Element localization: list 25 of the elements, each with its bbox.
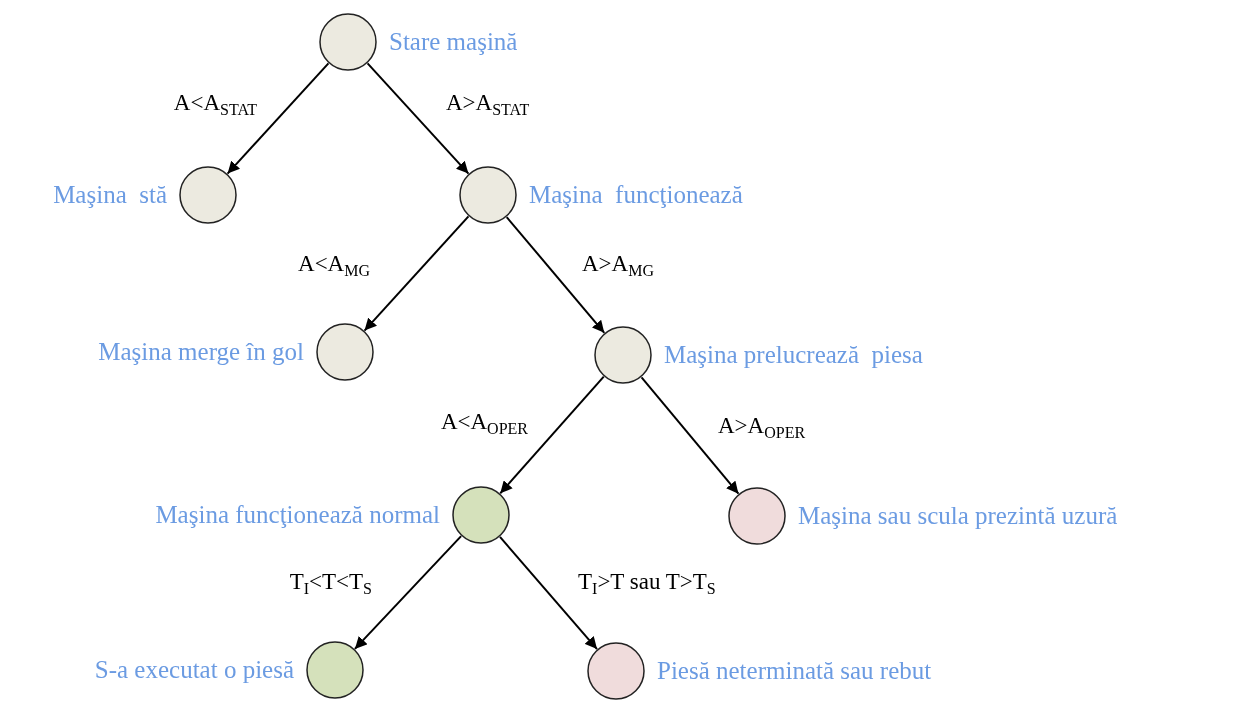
state-label: Maşina prelucrează piesa (664, 341, 923, 369)
arrow (226, 62, 330, 175)
arrow (363, 215, 470, 332)
edge-label: T$_{I}$>T sau T>T$_{S}$ (578, 568, 716, 598)
arrow (499, 375, 605, 495)
state-label: Piesă neterminată sau rebut (657, 657, 932, 685)
edge-label: A<A$_{MG}$ (298, 250, 370, 280)
edge-label: A>A$_{MG}$ (582, 250, 654, 280)
state-label: Maşina sau scula prezintă uzură (798, 502, 1118, 530)
state-label: S-a executat o piesă (94, 656, 294, 684)
edge-label: T$_{I}$<T<T$_{S}$ (289, 568, 372, 598)
state-label: Maşina stă (53, 181, 167, 209)
edge-label: A<A$_{OPER}$ (440, 408, 528, 438)
state-label: Maşina merge în gol (98, 338, 304, 366)
arrow (499, 535, 598, 651)
arrow (353, 535, 463, 650)
arrow (366, 62, 470, 175)
edge-label: A<A$_{STAT}$ (173, 89, 257, 119)
arrow (505, 216, 606, 334)
arrow (640, 376, 740, 495)
edge-label: A>A$_{STAT}$ (446, 89, 530, 119)
edge-label: A>A$_{OPER}$ (718, 412, 806, 442)
state-label: Stare maşină (389, 28, 518, 56)
state-label: Maşina funcţionează normal (155, 501, 440, 529)
state-label: Maşina funcţionează (529, 181, 743, 209)
